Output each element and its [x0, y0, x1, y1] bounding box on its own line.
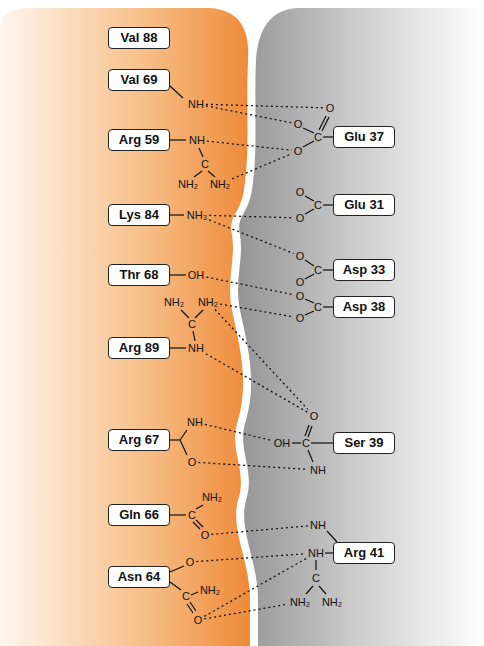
hydrogen-bond	[206, 277, 293, 295]
right-protein-surface	[238, 8, 484, 646]
atom-label: OH	[188, 270, 205, 281]
residue-box: Val 88	[108, 27, 170, 49]
atom-label: OH	[274, 438, 291, 449]
atom-label: NH	[189, 135, 205, 146]
atom-label: NH	[310, 520, 326, 531]
residue-box: Arg 41	[333, 542, 395, 564]
residue-name: Arg 41	[344, 545, 384, 560]
residue-name: Val 88	[121, 30, 158, 45]
right-bonds	[292, 116, 337, 594]
atom-label: O	[296, 277, 305, 288]
hydrogen-bond	[215, 310, 308, 410]
residue-box: Arg 59	[108, 129, 170, 151]
atom-label: O	[296, 213, 305, 224]
atom-label: O	[296, 251, 305, 262]
atom-label: C	[182, 591, 190, 602]
atom-label: NH₃	[187, 210, 207, 221]
residue-box: Arg 89	[108, 337, 170, 359]
atom-label: NH₂	[322, 597, 342, 608]
hydrogen-bond	[205, 424, 272, 440]
atom-label: NH	[308, 548, 324, 559]
residue-box: Asn 64	[108, 566, 170, 588]
atom-label: O	[188, 457, 197, 468]
atom-label: NH	[187, 417, 203, 428]
atom-label: NH₂	[198, 297, 218, 308]
residue-name: Asp 33	[343, 262, 386, 277]
residue-name: Asp 38	[343, 299, 386, 314]
atom-label: NH	[310, 465, 326, 476]
residue-box: Val 69	[108, 69, 170, 91]
hydrogen-bond	[232, 154, 292, 179]
hydrogen-bond	[209, 215, 294, 217]
residue-box: Arg 67	[108, 429, 170, 451]
atom-label: NH₂	[290, 597, 310, 608]
atom-label: NH₂	[202, 492, 222, 503]
residue-name: Asn 64	[118, 569, 161, 584]
residue-box: Gln 66	[108, 504, 170, 526]
atom-label: C	[314, 200, 322, 211]
residue-name: Arg 67	[119, 432, 159, 447]
residue-name: Arg 89	[119, 340, 159, 355]
atom-label: NH₂	[178, 179, 198, 190]
atom-label: C	[314, 132, 322, 143]
left-protein-surface	[0, 8, 250, 646]
residue-name: Arg 59	[119, 132, 159, 147]
atom-label: C	[314, 302, 322, 313]
hydrogen-bond	[209, 220, 294, 254]
residue-name: Val 69	[121, 72, 158, 87]
atom-label: O	[310, 411, 319, 422]
atom-label: O	[201, 530, 210, 541]
hydrogen-bond	[206, 104, 324, 108]
atom-label: O	[194, 615, 203, 626]
residue-box: Ser 39	[333, 432, 395, 454]
atom-label: NH	[188, 343, 204, 354]
residue-box: Glu 37	[333, 126, 395, 148]
atom-label: O	[294, 146, 303, 157]
residue-name: Glu 37	[344, 129, 384, 144]
residue-name: Ser 39	[344, 435, 383, 450]
atom-label: O	[186, 557, 195, 568]
residue-name: Gln 66	[119, 507, 159, 522]
atom-label: C	[314, 265, 322, 276]
atom-label: NH₂	[210, 179, 230, 190]
residue-box: Thr 68	[108, 264, 170, 286]
residue-box: Asp 33	[333, 259, 395, 281]
atom-label: NH₂	[200, 585, 220, 596]
atom-label: NH	[188, 99, 204, 110]
residue-name: Glu 31	[344, 197, 384, 212]
residue-box: Asp 38	[333, 296, 395, 318]
residue-box: Lys 84	[108, 204, 170, 226]
atom-label: C	[188, 510, 196, 521]
atom-label: NH₂	[164, 297, 184, 308]
atom-label: C	[302, 438, 310, 449]
hydrogen-bond	[196, 554, 306, 562]
hydrogen-bond	[211, 526, 308, 535]
hydrogen-bond	[206, 106, 292, 123]
hydrogen-bond	[198, 462, 308, 469]
residue-name: Lys 84	[119, 207, 159, 222]
hydrogen-bond	[220, 304, 294, 317]
left-bonds	[170, 86, 215, 613]
atom-label: C	[188, 319, 196, 330]
atom-label: O	[296, 313, 305, 324]
atom-label: O	[296, 291, 305, 302]
atom-label: O	[296, 187, 305, 198]
residue-name: Thr 68	[119, 267, 158, 282]
hydrogen-bond	[207, 141, 292, 150]
atom-label: O	[326, 103, 335, 114]
atom-label: C	[312, 573, 320, 584]
atom-label: C	[201, 159, 209, 170]
hydrogen-bond	[204, 604, 288, 619]
atom-label: O	[294, 119, 303, 130]
hydrogen-bond	[206, 354, 308, 413]
residue-box: Glu 31	[333, 194, 395, 216]
